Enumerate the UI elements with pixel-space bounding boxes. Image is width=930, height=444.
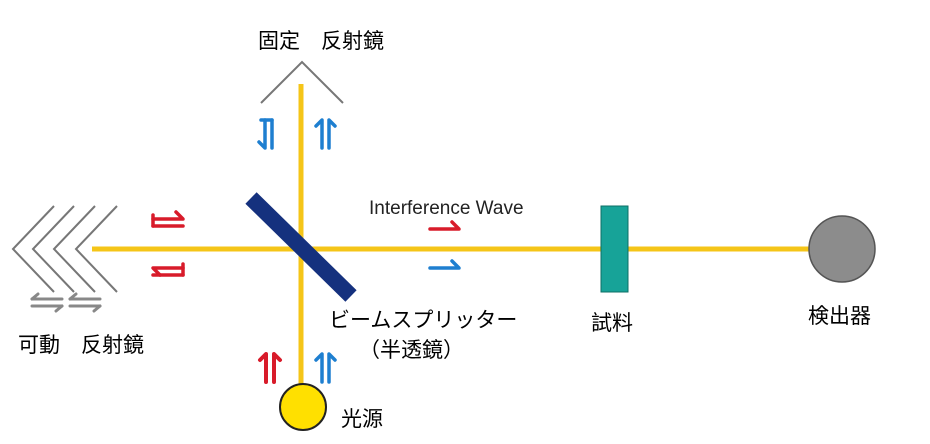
red-arrows-up-bottom <box>258 352 282 384</box>
blue-arrows-down <box>257 118 274 150</box>
blue-arrows-up-top <box>314 118 337 150</box>
fixed-mirror-label: 固定 反射鏡 <box>258 29 384 53</box>
detector-label: 検出器 <box>808 304 871 328</box>
red-arrow-interference <box>428 220 461 231</box>
movable-mirror <box>11 205 118 293</box>
red-arrows-left <box>151 210 185 277</box>
beam-splitter-note: （半透鏡） <box>359 338 464 362</box>
interference-wave-label: Interference Wave <box>369 198 524 219</box>
light-source <box>279 383 327 431</box>
movable-mirror-label: 可動 反射鏡 <box>18 333 144 357</box>
beam-splitter <box>245 192 357 302</box>
fixed-mirror <box>260 60 344 104</box>
sample-label: 試料 <box>591 311 633 335</box>
beam-splitter-label: ビームスプリッター <box>329 308 517 332</box>
blue-arrow-interference <box>428 259 461 270</box>
blue-arrows-up-bottom <box>314 352 337 384</box>
light-source-label: 光源 <box>341 407 383 431</box>
sample <box>600 205 629 293</box>
detector <box>808 215 876 283</box>
movable-mirror-motion-arrows <box>30 292 102 313</box>
